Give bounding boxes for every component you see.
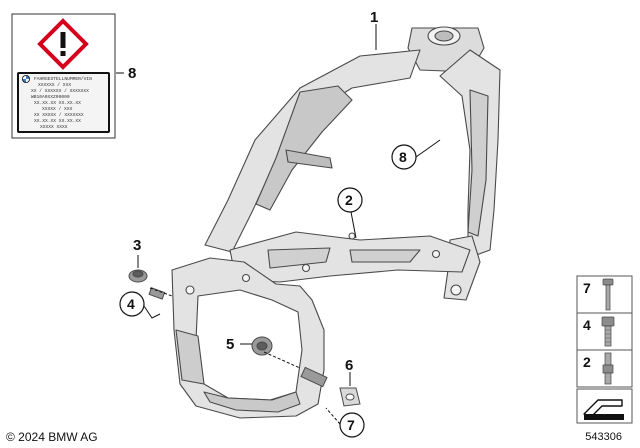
copyright-text: © 2024 BMW AG	[6, 430, 98, 444]
callout-4-label: 4	[127, 296, 135, 312]
callout-7-circle[interactable]: 7	[339, 412, 365, 438]
stud-icon	[602, 352, 614, 385]
legend-num-label: 4	[583, 317, 591, 333]
vin-line: XXXXXX / XXX	[38, 82, 71, 88]
callout-3-label[interactable]: 3	[133, 237, 141, 254]
callout-7-label: 7	[347, 417, 355, 433]
bushing-part-5[interactable]	[251, 336, 273, 356]
diagram-id-text: 543306	[585, 431, 622, 443]
screw-part-7[interactable]	[300, 366, 328, 388]
legend-num-label: 2	[583, 354, 591, 370]
callout-2-label: 2	[345, 192, 353, 208]
vin-line: XX.XX.XX XX.XX.XX	[34, 100, 81, 106]
bolt-icon	[602, 278, 614, 311]
vin-line: XX.XX.XX XX.XX.XX	[34, 118, 81, 124]
vin-line: XX / XXXXXX / XXXXXXX	[31, 88, 89, 94]
callout-1-label[interactable]: 1	[370, 9, 378, 26]
legend-nav-item[interactable]	[576, 388, 633, 424]
hazard-warning-icon	[37, 18, 89, 70]
washer-part-6[interactable]	[339, 387, 361, 407]
legend-num-label: 7	[583, 280, 591, 296]
sleeve-part-3[interactable]	[128, 269, 148, 283]
socket-screw-icon	[601, 316, 615, 347]
vin-line: XXXXX XXXX	[40, 124, 68, 130]
bmw-logo-icon	[22, 75, 30, 83]
screw-part-4[interactable]	[148, 287, 166, 300]
right-angle-arrow-icon	[583, 399, 624, 420]
legend-panel: 7 4 2	[576, 275, 633, 424]
motorcycle-frame[interactable]	[171, 26, 501, 419]
callout-6-label[interactable]: 6	[345, 357, 353, 374]
callout-5-label[interactable]: 5	[226, 336, 234, 353]
callout-8-frame-label: 8	[399, 149, 407, 165]
callout-8-label[interactable]: 8	[128, 65, 136, 82]
callout-2-circle[interactable]: 2	[337, 187, 363, 213]
callout-4-circle[interactable]: 4	[119, 291, 145, 317]
vin-line: XXXXX / XXX	[42, 106, 73, 112]
legend-item[interactable]: 4	[576, 312, 633, 351]
callout-8-circle[interactable]: 8	[391, 144, 417, 170]
vin-sticker: FAHRGESTELLNUMMER/VIN XXXXXX / XXX XX / …	[17, 72, 110, 133]
vin-line: WB10A0XXZ00000	[31, 94, 70, 100]
warning-label-panel[interactable]: FAHRGESTELLNUMMER/VIN XXXXXX / XXX XX / …	[11, 13, 116, 139]
vin-line: FAHRGESTELLNUMMER/VIN	[34, 76, 92, 82]
legend-item[interactable]: 7	[576, 275, 633, 314]
vin-line: XX XXXXX / XXXXXXX	[34, 112, 84, 118]
legend-item[interactable]: 2	[576, 349, 633, 388]
